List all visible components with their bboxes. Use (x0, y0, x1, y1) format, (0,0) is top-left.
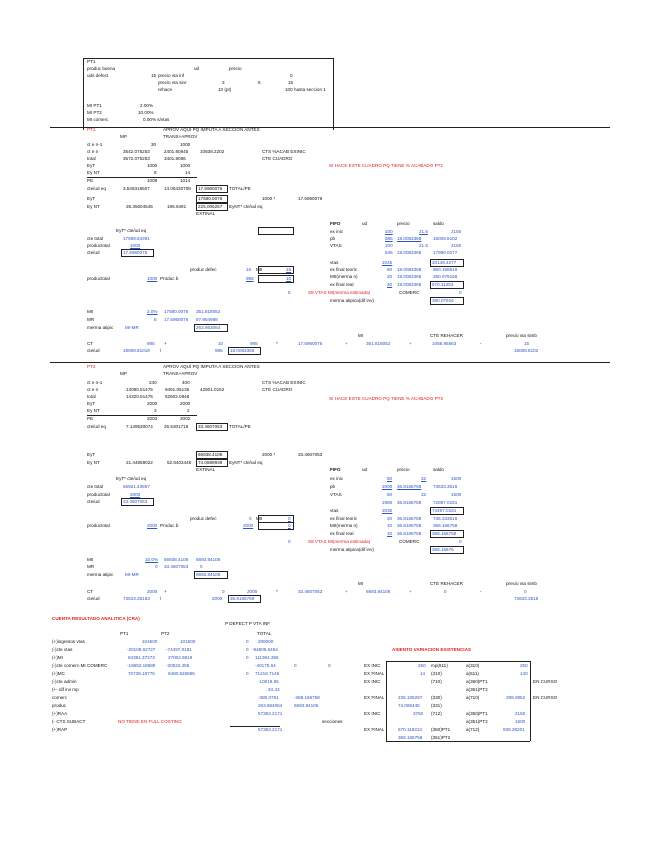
pt1-trans: TRANS+APROV (163, 134, 198, 139)
top-mi-pt2-v: 10.00% (138, 110, 154, 115)
pt1-rule (50, 127, 610, 128)
pt1-warn: SI HACE ESTE CUADRO PQ TIENE % ACABADO P… (329, 163, 444, 168)
pt2-title: APROV AQUÍ PQ IMPUTA A SECCION ANTES (163, 364, 260, 369)
pt1-cts-ac: CTS %ACAB EXINIC (262, 149, 306, 154)
pt2-label: PT2 (87, 364, 96, 369)
top-precio: precio (229, 66, 242, 71)
top-left-rule (83, 58, 84, 130)
top-uds-defect: uds defect (87, 73, 109, 78)
cra-hdr-pt1: PT1 (120, 631, 129, 636)
pt1-label: PT1 (87, 127, 96, 132)
top-pt1: PT1 (87, 59, 96, 64)
top-precio-vta-sinr: precio vta sinr (158, 80, 187, 85)
pt2-trans: TRANS+APROV (163, 371, 198, 376)
top-mi-comerc-v: 0.00% s/vtas (143, 117, 170, 122)
top-produc-buena: produc buena (87, 66, 116, 71)
pt2-rule (50, 362, 610, 363)
top-n0: 0 (290, 73, 293, 78)
cra-hdr-pt2: PT2 (161, 631, 170, 636)
pt2-cts-ac: CTS %ACAB EXINIC (262, 380, 306, 385)
pt2-warn: SI HACE ESTE CUADRO PQ TIENE % ACABADO P… (329, 396, 444, 401)
top-rehace: rehace (158, 87, 173, 92)
top-mi-pt2: MI PT2 (87, 110, 102, 115)
top-n3: 3 (222, 80, 225, 85)
top-ud: ud (194, 66, 200, 71)
top-n15: 15 (151, 73, 157, 78)
pt2-cts-cuad: CTE CUADRO (262, 387, 293, 392)
cra-title: CUENTA RESULTADO ANALITICA (CRA) (52, 616, 140, 621)
top-mi-pt1: MI PT1 (87, 103, 102, 108)
asiento-title: ASIENTO VARIACION EXISTENCIAS (392, 647, 471, 652)
top-rule (83, 58, 333, 59)
top-right-rule (333, 58, 334, 130)
top-precio-vta-inf: precio vta inf (158, 73, 185, 78)
top-mi-comerc: MI comerc (87, 117, 109, 122)
pt1-mp: MP (120, 134, 127, 139)
top-n5: 5 (258, 80, 261, 85)
pt1-title: APROV AQUÍ PQ IMPUTA A SECCION ANTES (163, 127, 260, 132)
top-n15b: 15 (288, 80, 294, 85)
pt1-cts-cuad: CTE CUADRO (262, 156, 293, 161)
cra-hdr-pdefect: P DEFECT P VTA INF (225, 621, 271, 626)
top-mi-pt1-v: 2.00% (140, 103, 154, 108)
top-n10pt: 10 (pt) (218, 87, 232, 92)
pt2-mp: MP (120, 371, 127, 376)
cra-hdr-total: TOTAL (257, 631, 272, 636)
top-n100: 100 hasta seccion 1 (285, 87, 326, 92)
